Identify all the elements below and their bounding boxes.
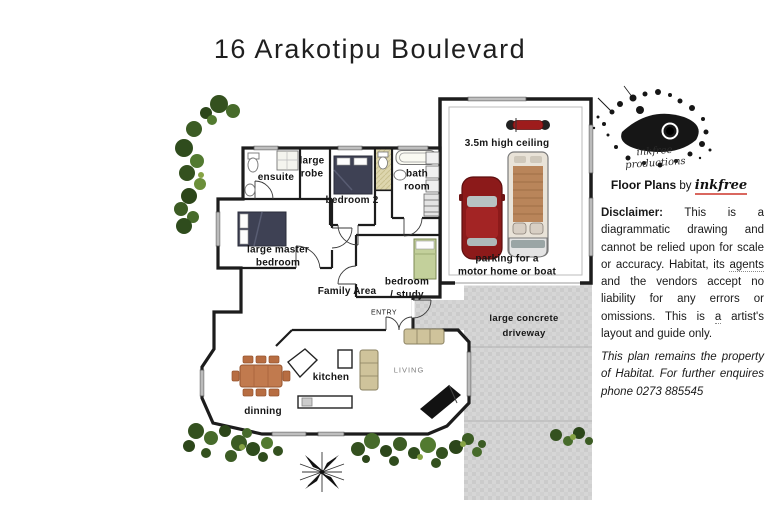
page-title: 16 Arakotipu Boulevard: [213, 34, 527, 64]
disclaimer-text: Disclaimer: This is a diagrammatic drawi…: [601, 205, 764, 343]
room-label-kitchen: kitchen: [312, 371, 350, 383]
dining-table-icon: [231, 355, 291, 397]
garage: [438, 96, 594, 286]
caption-by: by: [676, 180, 695, 192]
car-icon: [459, 176, 505, 260]
room-label-robe: large robe: [299, 155, 325, 180]
driveway-label: large concrete driveway: [489, 312, 559, 339]
room-label-bathroom: bath room: [404, 168, 430, 193]
garage-ceiling-label: 3.5m high ceiling: [464, 137, 550, 149]
sofa-icon: [359, 328, 445, 391]
trees-bottomleft: [183, 423, 283, 462]
caption-brand: inkfree: [694, 178, 748, 195]
caption-bold: Floor Plans: [610, 178, 677, 192]
piano-icon: [420, 384, 461, 419]
study-bed-icon: [413, 238, 437, 280]
kitchen-counters: [287, 348, 353, 409]
driveway-area: [415, 283, 592, 500]
disclaimer-label: Disclaimer:: [601, 207, 664, 219]
room-label-master: large master bedroom: [247, 244, 309, 269]
room-label-family: Family Area: [317, 285, 377, 297]
trees-bottommiddle: [351, 433, 486, 468]
room-label-bedroom2: bedroom 2: [325, 194, 379, 206]
bedroom2-bed-icon: [333, 155, 373, 195]
room-label-dining: dinning: [244, 405, 282, 417]
doors: [254, 180, 432, 331]
disclaimer-underlined2: a: [714, 310, 722, 324]
master-bed-icon: [237, 211, 287, 247]
disclaimer-underlined1: agents: [729, 258, 764, 272]
room-label-study: bedroom / study: [384, 276, 430, 301]
disclaimer-part2: and the vendors accept no liability for …: [601, 276, 764, 323]
interior-walls: [241, 148, 440, 347]
garage-parking-label: parking for a motor home or boat: [457, 253, 557, 278]
property-note: This plan remains the property of Habita…: [601, 351, 764, 398]
compass-rose-icon: [299, 452, 345, 492]
motorhome-icon: [507, 151, 549, 258]
trees-topleft: [174, 95, 240, 234]
disclaimer-part3: artist's layout and guide only.: [601, 310, 764, 340]
trees-bottomright: [550, 427, 593, 446]
room-label-entry: ENTRY: [370, 309, 398, 317]
room-label-living: LIVING: [393, 365, 425, 375]
room-label-ensuite: ensuite: [257, 171, 295, 183]
motorcycle-icon: [506, 118, 550, 132]
disclaimer-part1: This is a diagrammatic drawing and canno…: [601, 207, 764, 271]
logo-caption: Floor Plans by inkfree: [606, 178, 752, 195]
windows: [199, 145, 472, 437]
laundry-cupboards: [423, 151, 440, 217]
